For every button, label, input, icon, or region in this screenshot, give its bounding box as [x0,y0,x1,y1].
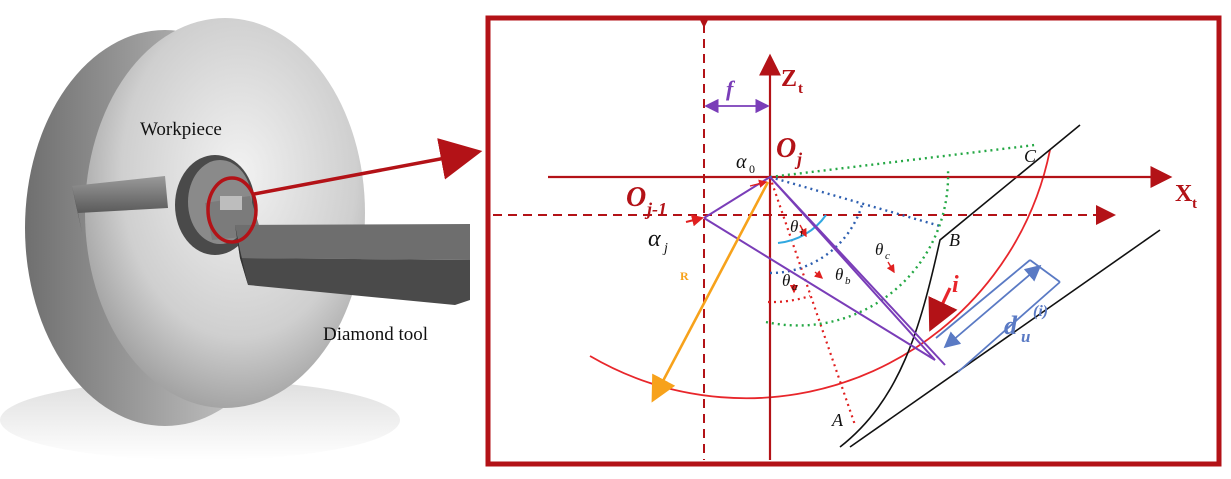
radius-arrow [651,181,770,403]
x-axis-label: X [1175,181,1193,207]
label-alphaj: α j [648,226,668,256]
z-axis-sub: t [798,81,803,97]
du-sub: u [1021,327,1030,346]
label-x-axis: X t [1175,181,1197,212]
i-label: i [952,272,959,298]
diagram-frame [485,15,1222,467]
workpiece-illustration [0,18,483,460]
theta-c-sub: c [885,250,890,262]
alphaj-main: α [648,226,661,252]
profile-curve-a [839,124,1081,448]
label-theta-b: θ b [835,265,851,287]
label-oj: O j [776,133,803,169]
point-c-label: C [1024,146,1037,166]
label-theta-a: θ a [782,271,798,293]
z-axis-label: Z [781,66,797,92]
radius-label: R [680,269,689,283]
point-b-label: B [949,230,960,250]
theta-c-main: θ [875,240,883,259]
alpha0-sub: 0 [749,162,755,176]
label-z-axis: Z t [781,66,803,97]
theta-a-main: θ [782,271,790,290]
label-theta-c: θ c [875,240,890,262]
label-theta-i: θ i [790,217,803,239]
diamond-tool-label: Diamond tool [323,324,428,345]
oj-sub: j [794,149,803,169]
oj1-sub: j-1 [644,199,667,219]
ray-to-a [768,176,857,426]
ray-to-c [769,143,1036,179]
feed-label: f [726,76,736,101]
zoom-arrow [253,138,483,196]
x-axis-sub: t [1192,196,1197,212]
du-dimension [943,264,1042,349]
du-sup: (i) [1033,303,1048,320]
arc-theta-c [765,169,950,327]
du-main: d [1004,311,1018,340]
purple-triangle [703,175,936,361]
theta-b-main: θ [835,265,843,284]
oj1-main: O [626,182,646,213]
theta-b-sub: b [845,275,851,287]
label-alpha0: α 0 [736,151,755,176]
theta-i-sub: i [800,227,803,239]
point-a-label: A [831,410,844,430]
highlight-circle [206,176,258,244]
geometry-group [493,18,1173,460]
label-oj-1: O j-1 [626,182,667,219]
oj-main: O [776,133,796,164]
workpiece-label: Workpiece [140,119,222,140]
theta-i-main: θ [790,217,798,236]
alphaj-sub: j [662,241,668,256]
arc-theta-a [767,294,811,304]
theta-a-sub: a [792,281,798,293]
alpha0-main: α [736,151,747,173]
arc-theta-b [769,204,864,275]
label-du: d u (i) [1004,303,1048,346]
